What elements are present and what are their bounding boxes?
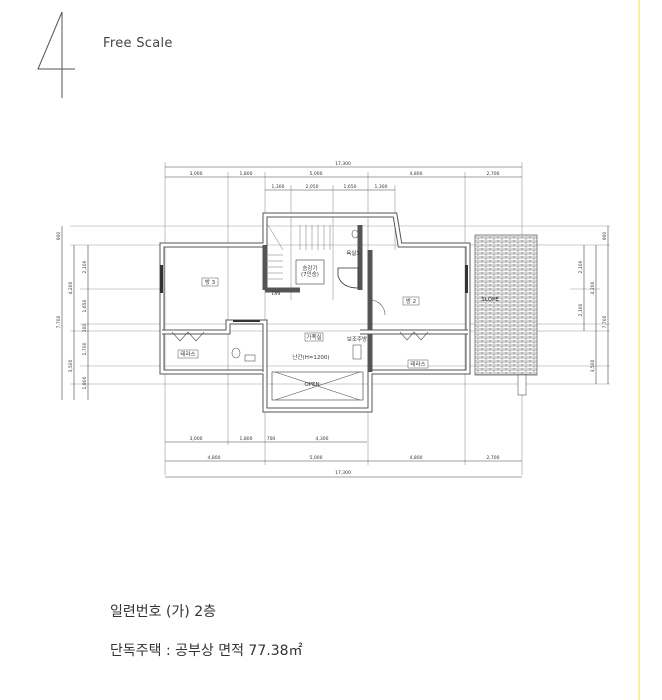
dimensions-top: 17,300 3,000 1,800 5,000 4,800 2,700 1,3… [165, 161, 522, 191]
dimensions-bottom: 3,000 1,800 700 4,300 4,800 5,000 4,800 … [165, 436, 522, 478]
dim-label: 4,200 [68, 281, 74, 294]
dim-label: 1,800 [240, 171, 253, 177]
dim-label: 3,000 [190, 436, 203, 442]
dim-label: 2,700 [487, 455, 500, 461]
dim-label: 2,700 [487, 171, 500, 177]
dim-label: 1,700 [82, 342, 88, 355]
label-aux-kitchen: 보조주방 [347, 335, 367, 343]
caption-area: 단독주택 : 공부상 면적 77.38㎡ [110, 643, 303, 659]
floor-plan: 방 3 방 2 욕실3 승강기 (7인승) DN 가족실 난간(H=1200) … [56, 161, 610, 478]
dim-label: 2,050 [306, 184, 319, 190]
label-room3: 방 3 [205, 278, 216, 286]
section-number: 4 [37, 11, 75, 98]
label-elevator-capacity: (7인승) [301, 271, 319, 278]
label-open: OPEN [304, 382, 319, 388]
dim-label: 7,700 [602, 315, 608, 328]
dim-label: 4,800 [410, 455, 423, 461]
label-terrace-right: 테라스 [410, 360, 425, 368]
dim-label: 2,100 [578, 260, 584, 273]
dim-label: 3,000 [190, 171, 203, 177]
label-bath3: 욕실3 [346, 249, 360, 257]
dim-label: 1,650 [82, 299, 88, 312]
dim-label: 4,800 [410, 171, 423, 177]
dim-label: 3,500 [590, 359, 596, 372]
dim-label: 1,650 [344, 184, 357, 190]
slope-roof-hatch [474, 234, 538, 376]
dim-label: 1,800 [240, 436, 253, 442]
label-slope: SLOPE [481, 297, 499, 303]
label-elevator: 승강기 [302, 264, 317, 272]
dim-label: 1,800 [82, 376, 88, 389]
dim-label: 2,100 [82, 260, 88, 273]
dim-label: 4,200 [590, 281, 596, 294]
label-room2: 방 2 [406, 297, 416, 305]
dim-label: 700 [267, 436, 276, 442]
label-down: DN [272, 291, 280, 297]
dim-label: 17,300 [335, 161, 351, 167]
dim-label: 3,500 [68, 359, 74, 372]
caption-serial: 일련번호 (가) 2층 [110, 604, 217, 620]
label-family-room: 가족실 [306, 333, 321, 341]
dim-label: 2,100 [578, 303, 584, 316]
dim-label: 900 [602, 232, 608, 241]
dim-label: 1,300 [272, 184, 285, 190]
scale-label: Free Scale [103, 36, 173, 51]
dim-label: 1,300 [375, 184, 388, 190]
dim-label: 17,300 [335, 470, 351, 476]
dim-label: 7,700 [56, 315, 62, 328]
walls [159, 212, 471, 413]
dim-label: 5,000 [310, 171, 323, 177]
dim-label: 5,000 [310, 455, 323, 461]
dim-label: 4,300 [316, 436, 329, 442]
dimensions-left: 900 7,700 4,200 3,500 2,100 1,650 200 1,… [56, 226, 89, 400]
label-railing: 난간(H=1200) [292, 353, 329, 361]
label-terrace-left: 테라스 [180, 350, 195, 358]
room-labels: 방 3 방 2 욕실3 승강기 (7인승) DN 가족실 난간(H=1200) … [177, 249, 499, 388]
dim-label: 200 [82, 324, 88, 333]
dim-label: 900 [56, 232, 62, 241]
dimensions-right: 900 7,700 4,200 3,500 2,100 2,100 [578, 226, 609, 384]
margin-line [638, 0, 640, 700]
dim-label: 4,800 [208, 455, 221, 461]
